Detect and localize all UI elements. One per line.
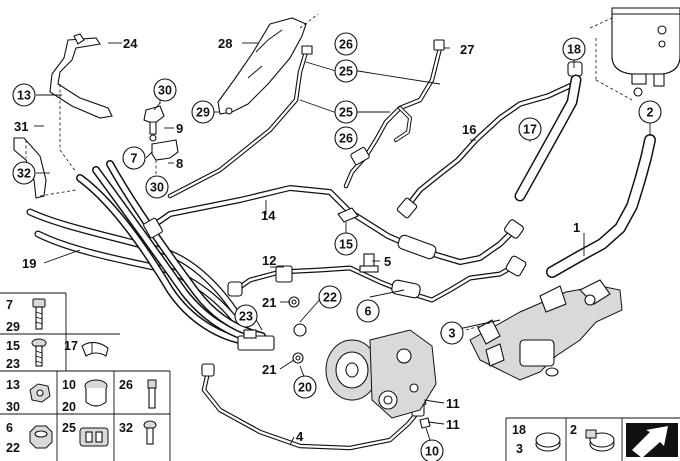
svg-text:13: 13 [17,89,31,103]
svg-text:2: 2 [647,106,654,120]
svg-text:32: 32 [17,167,31,181]
callout-7: 7 [122,146,146,170]
legend-r18: 18 [512,423,526,437]
legend-15: 15 [6,339,20,353]
legend-30: 30 [6,400,20,414]
legend-23: 23 [6,357,20,371]
screw-clamp-icon [585,429,615,452]
heat-shield-28 [217,13,319,115]
callout-9: 9 [176,121,183,136]
callout-2: 2 [638,100,662,124]
callout-32: 32 [12,161,36,185]
callout-15: 15 [334,232,358,256]
callout-10: 10 [420,439,444,461]
svg-text:26: 26 [339,132,353,146]
callout-14: 14 [261,208,276,223]
callout-30-top: 30 [153,78,177,102]
grommet-icon [79,427,109,447]
legend-13: 13 [6,378,20,392]
callout-25-top: 25 [334,59,358,83]
callout-5: 5 [384,254,391,269]
flange-nut-icon [29,383,51,403]
callout-4: 4 [296,429,304,444]
leader-lines [34,42,651,447]
legend-29: 29 [6,320,20,334]
callout-8: 8 [176,156,183,171]
callout-26-bottom: 26 [334,126,358,150]
legend-6: 6 [6,421,13,435]
reservoir [589,7,680,101]
callout-30-bottom: 30 [145,175,169,199]
steering-gear [465,279,623,381]
nut-icon [29,425,53,449]
legend-26: 26 [119,378,133,392]
svg-text:30: 30 [158,84,172,98]
callout-11-bottom: 11 [446,417,460,432]
legend-20: 20 [62,400,76,414]
hose-clamp-icon [535,432,561,452]
svg-text:6: 6 [365,305,372,319]
callout-17: 17 [518,117,542,141]
callout-19: 19 [22,256,36,271]
callout-21-bottom: 21 [262,362,276,377]
svg-text:15: 15 [339,238,353,252]
callout-labels: 24 31 19 28 27 9 8 16 14 1 12 5 21 21 11… [14,36,580,444]
callout-16: 16 [462,122,476,137]
svg-text:26: 26 [339,38,353,52]
callout-6: 6 [356,299,380,323]
callout-3: 3 [440,321,464,345]
clip-icon [81,341,109,357]
legend-7: 7 [6,298,13,312]
clip-assembly-9 [143,100,179,176]
hose-lines [26,39,656,451]
bolt-icon [32,298,46,330]
svg-text:10: 10 [425,445,439,459]
svg-text:30: 30 [150,181,164,195]
legend-10: 10 [62,378,76,392]
legend-r3: 3 [516,442,523,456]
svg-text:17: 17 [523,123,537,137]
legend-r2: 2 [570,423,577,437]
callout-28: 28 [218,36,232,51]
svg-text:23: 23 [239,310,253,324]
stud-icon [147,379,157,409]
legend-22: 22 [6,441,20,455]
callout-31: 31 [14,119,28,134]
legend-25: 25 [62,421,76,435]
plug-icon [84,379,108,407]
callout-12: 12 [262,253,276,268]
circled-callouts: 13 32 30 7 30 29 26 25 25 26 18 2 17 15 … [12,32,662,461]
callout-25-bottom: 25 [334,100,358,124]
callout-21-top: 21 [262,295,276,310]
callout-1: 1 [573,220,580,235]
svg-text:20: 20 [298,381,312,395]
svg-text:25: 25 [339,65,353,79]
callout-29: 29 [191,100,215,124]
svg-text:7: 7 [131,152,138,166]
callout-11-top: 11 [446,396,460,411]
callout-27: 27 [460,42,474,57]
svg-text:29: 29 [196,106,210,120]
callout-26-top: 26 [334,32,358,56]
svg-text:18: 18 [567,43,581,57]
callout-24: 24 [123,36,138,51]
callout-13: 13 [12,83,36,107]
arrow-icon [626,423,678,458]
callout-22: 22 [318,285,342,309]
legend-32: 32 [119,421,133,435]
fastener-legend: 7 29 15 23 17 13 30 10 20 [0,292,171,461]
callout-23: 23 [234,304,258,328]
bolt-small-icon [143,420,157,445]
svg-text:25: 25 [339,106,353,120]
clamp-legend: 18 3 2 [505,417,680,461]
screw-icon [31,338,47,367]
power-steering-pump [325,329,437,419]
svg-text:22: 22 [323,291,337,305]
svg-text:3: 3 [449,327,456,341]
legend-17: 17 [64,339,78,353]
bracket-24 [49,33,113,173]
callout-18: 18 [562,37,586,61]
callout-20: 20 [293,375,317,399]
